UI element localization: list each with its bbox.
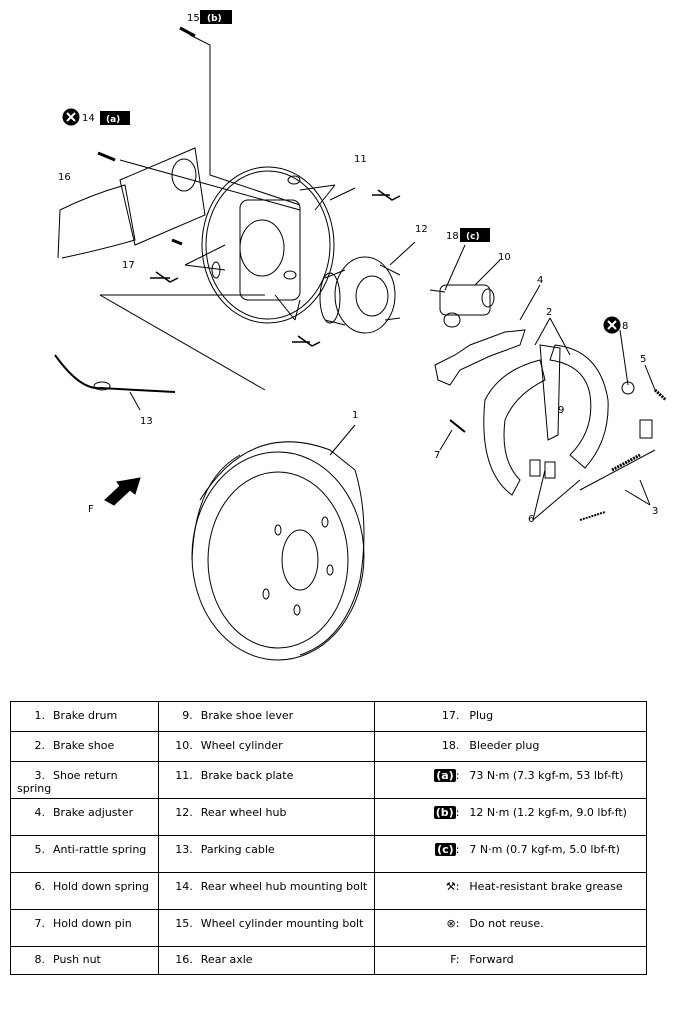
legend-row: 8.Push nut 16.Rear axle F:Forward <box>10 946 647 975</box>
legend-row: 1.Brake drum 9.Brake shoe lever 17.Plug <box>10 701 647 732</box>
legend-row: 6.Hold down spring 14.Rear wheel hub mou… <box>10 872 647 910</box>
callout-2: 2 <box>546 307 552 318</box>
callout-12: 12 <box>415 224 428 235</box>
exploded-brake-diagram: (b) (a) (c) 1 2 3 4 5 6 7 8 9 10 11 12 1… <box>54 10 668 661</box>
torque-icon-c: (c) <box>435 843 456 856</box>
torque-icon-a: (a) <box>434 769 456 782</box>
parts-legend-table: 1.Brake drum 9.Brake shoe lever 17.Plug … <box>10 701 647 975</box>
brake-shoe-drawing <box>483 344 653 496</box>
legend-label: Brake shoe <box>53 739 115 752</box>
brake-drum-drawing <box>191 441 365 661</box>
torque-badge-b: (b) <box>207 14 222 24</box>
callout-9: 9 <box>558 405 564 416</box>
callout-1: 1 <box>352 410 358 421</box>
callout-13: 13 <box>140 416 153 427</box>
callout-17: 17 <box>122 260 135 271</box>
torque-badge-c: (c) <box>466 232 480 242</box>
callout-7: 7 <box>434 450 440 461</box>
brake-adjuster-drawing <box>434 329 526 386</box>
parking-cable-drawing <box>54 354 176 393</box>
callout-11: 11 <box>354 154 367 165</box>
legend-label: Brake drum <box>53 709 118 722</box>
callout-3: 3 <box>652 506 658 517</box>
legend-row: 4.Brake adjuster 12.Rear wheel hub (b):1… <box>10 798 647 836</box>
callout-5: 5 <box>640 354 646 365</box>
legend-label: Plug <box>469 709 494 722</box>
grease-icon <box>150 189 401 347</box>
grease-icon: ⚒ <box>445 880 456 893</box>
callout-4: 4 <box>537 275 543 286</box>
callout-8: 8 <box>622 321 628 332</box>
callout-F: F <box>88 504 94 515</box>
torque-badge-a: (a) <box>106 115 120 125</box>
legend-row: 5.Anti-rattle spring 13.Parking cable (c… <box>10 835 647 873</box>
callout-14: 14 <box>82 113 95 124</box>
rear-wheel-hub-drawing <box>319 256 401 334</box>
back-plate-drawing <box>201 166 335 324</box>
legend-row: 2.Brake shoe 10.Wheel cylinder 18.Bleede… <box>10 731 647 762</box>
legend-row: 3.Shoe return spring 11.Brake back plate… <box>10 761 647 799</box>
callout-10: 10 <box>498 252 511 263</box>
callout-6: 6 <box>528 514 534 525</box>
callout-15: 15 <box>187 13 200 24</box>
torque-icon-b: (b) <box>433 806 456 819</box>
legend-label: Bleeder plug <box>469 739 540 752</box>
do-not-reuse-icon: ⊗ <box>446 917 456 930</box>
forward-arrow-icon <box>104 477 141 506</box>
rear-axle-drawing <box>57 147 206 259</box>
callout-18: 18 <box>446 231 459 242</box>
legend-label: Wheel cylinder <box>200 739 283 752</box>
callout-16: 16 <box>58 172 71 183</box>
legend-row: 7.Hold down pin 15.Wheel cylinder mounti… <box>10 909 647 947</box>
legend-label: Brake shoe lever <box>200 709 294 722</box>
wheel-cylinder-drawing <box>429 284 495 328</box>
